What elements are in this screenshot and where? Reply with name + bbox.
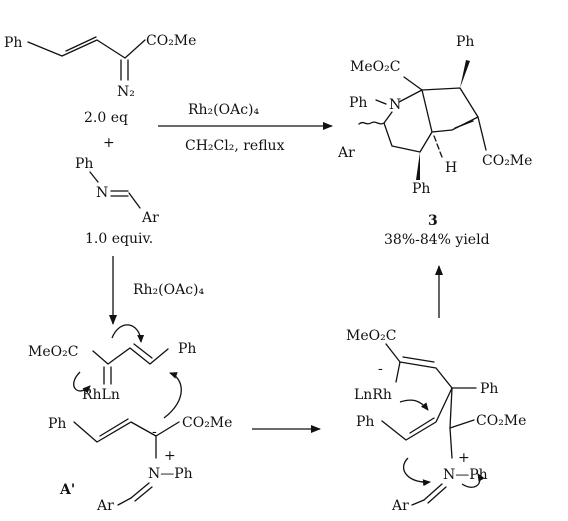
diazo-n2: N₂: [117, 84, 135, 100]
product-ester-bond: [403, 76, 423, 91]
int-a-double-bond: [133, 343, 153, 359]
imine-amount: 1.0 equiv.: [85, 231, 153, 247]
int-a-lower-chain: [73, 421, 180, 443]
int-a-ester-right: CO₂Me: [182, 415, 232, 431]
int-a-rhln: RhLn: [82, 387, 120, 403]
int-b-rh-bond: [395, 361, 401, 383]
product-ester-top: MeO₂C: [350, 59, 400, 75]
int-a-arrow-top: [111, 324, 145, 343]
int-b-quat-bonds: [449, 387, 475, 429]
intermediate-b: MeO₂C - LnRh Ph Ph CO₂Me + N—Ph Ar: [346, 328, 526, 514]
product-ester-right-bond: [477, 116, 487, 151]
diazo-chain-bonds: [27, 39, 146, 59]
product-alkene-inner: [454, 120, 474, 129]
imine-n: N: [96, 185, 108, 201]
product-h: H: [445, 160, 457, 176]
imine-ph: Ph: [75, 156, 93, 172]
int-b-n-ph: N—Ph: [443, 467, 488, 483]
product-ar-wavy-bond: [358, 121, 385, 125]
int-a-rh-double-bond: [103, 366, 112, 385]
int-a-ph-left: Ph: [48, 416, 66, 432]
diazo-ester: CO₂Me: [146, 33, 196, 49]
product-ar: Ar: [337, 145, 355, 161]
product-fusion-bond: [421, 89, 433, 133]
int-a-minus: -: [152, 424, 157, 440]
int-b-ar-bond: [411, 499, 425, 506]
product-h-hash: [433, 135, 443, 158]
down-arrow: Rh₂(OAc)₄: [109, 256, 205, 325]
product-3: MeO₂C Ph Ph N Ar H CO₂Me Ph: [337, 34, 532, 197]
int-b-ester: MeO₂C: [346, 328, 396, 344]
int-a-arrow-rh: [73, 371, 91, 394]
int-a-ester: MeO₂C: [28, 344, 78, 360]
diazo-ph: Ph: [4, 35, 22, 51]
product-ph-bottom-wedge: [416, 152, 420, 180]
int-b-minus: -: [378, 361, 383, 377]
imine-ar: Ar: [141, 210, 159, 226]
imine-reagent: Ph N Ar 1.0 equiv.: [75, 156, 159, 247]
int-a-plus: +: [164, 448, 176, 464]
catalyst-label: Rh₂(OAc)₄: [188, 102, 260, 118]
int-a-arrow-right: [163, 372, 182, 419]
int-b-ph-right: Ph: [480, 381, 498, 397]
imine-ph-bond: [89, 171, 99, 183]
int-a-label: A': [59, 482, 75, 498]
int-a-ph-vinyl: Ph: [178, 341, 196, 357]
yield-label: 38%-84% yield: [384, 232, 490, 248]
diazo-cn-double-bond: [120, 59, 129, 81]
int-b-arrow-left: [402, 457, 431, 487]
int-b-cn-double: [423, 483, 447, 504]
product-ring-bonds: [383, 87, 479, 153]
diazo-reagent: Ph CO₂Me N₂ 2.0 eq: [4, 33, 196, 126]
product-ester-right: CO₂Me: [482, 153, 532, 169]
int-a-ar: Ar: [96, 498, 114, 514]
product-ph-n-bond: [375, 99, 387, 105]
int-a-cn-double: [130, 482, 153, 502]
plus-sign: +: [103, 135, 115, 151]
int-a-n-ph: N—Ph: [148, 466, 193, 482]
product-ph-wedge: [460, 60, 470, 88]
product-n: N: [389, 97, 401, 113]
int-b-arrow-rh: [399, 399, 429, 411]
product-ph-n: Ph: [349, 95, 367, 111]
down-arrow-label: Rh₂(OAc)₄: [133, 282, 205, 298]
product-ph-top: Ph: [456, 34, 474, 50]
diazo-double-bond: [65, 36, 97, 52]
int-a-chain-bonds: [92, 347, 169, 365]
int-b-ph-left: Ph: [356, 414, 374, 430]
int-b-ester-right: CO₂Me: [476, 413, 526, 429]
int-a-lower-double: [99, 418, 129, 437]
imine-ar-bond: [128, 192, 141, 209]
solvent-label: CH₂Cl₂, reflux: [185, 138, 285, 154]
diazo-amount: 2.0 eq: [84, 110, 128, 126]
intermediate-a: MeO₂C Ph RhLn Ph - CO₂Me + N—Ph Ar A': [28, 324, 232, 514]
product-ph-bottom: Ph: [412, 181, 430, 197]
imine-cn-double-bond: [110, 190, 129, 197]
main-reaction-arrow: Rh₂(OAc)₄ CH₂Cl₂, reflux: [158, 102, 333, 154]
int-b-plus: +: [458, 450, 470, 466]
int-b-ar: Ar: [391, 498, 409, 514]
int-b-lower-chain: [381, 387, 453, 441]
int-b-lower-double: [409, 417, 435, 434]
int-b-upper-chain: [385, 343, 453, 389]
int-b-lnrh: LnRh: [354, 387, 392, 403]
int-b-cn-bond: [449, 427, 453, 459]
int-b-arrow-right: [461, 473, 485, 488]
compound-number: 3: [428, 213, 438, 229]
int-a-ar-bond: [117, 497, 132, 506]
int-b-upper-double: [402, 356, 435, 363]
